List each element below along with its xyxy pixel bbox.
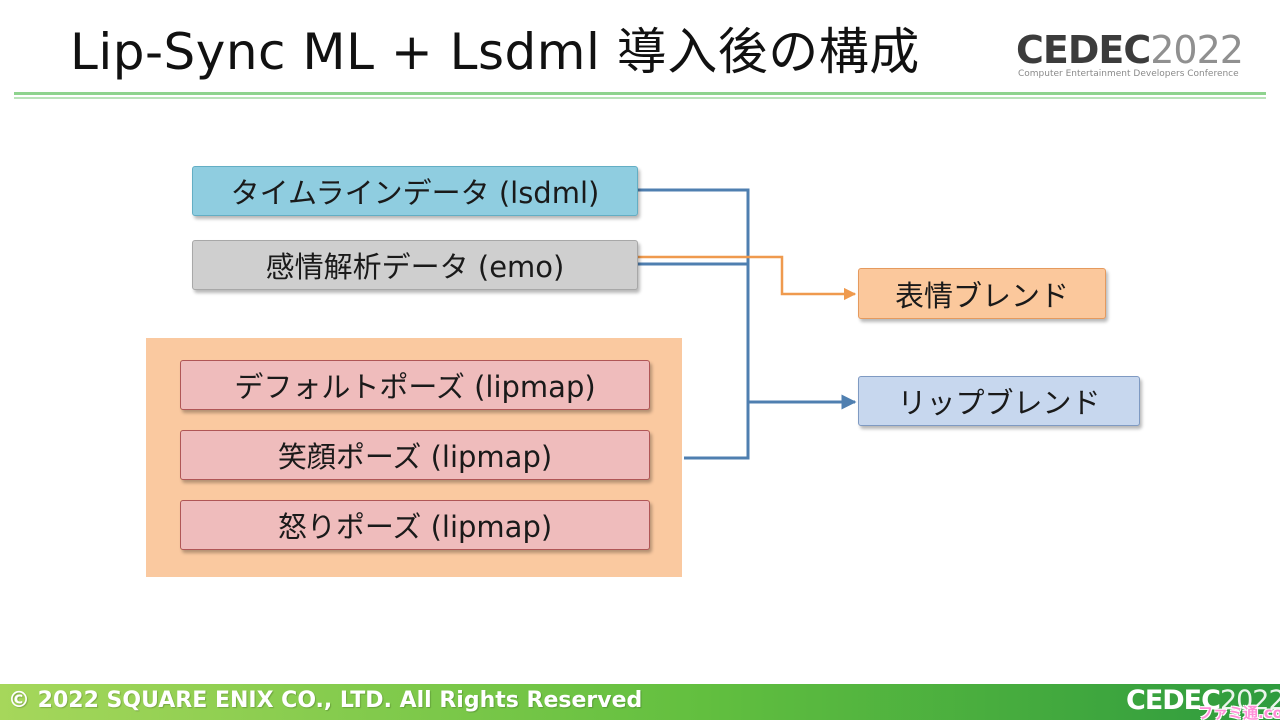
emotion-analysis-data-label: 感情解析データ (emo) xyxy=(265,250,565,284)
smile-pose-box: 笑顔ポーズ (lipmap) xyxy=(180,430,650,480)
poses-to-lip-blend-line xyxy=(684,402,750,460)
smile-pose-label: 笑顔ポーズ (lipmap) xyxy=(277,440,553,474)
angry-pose-label: 怒りポーズ (lipmap) xyxy=(277,510,553,544)
famitsu-watermark: ファミ通.com xyxy=(1198,704,1280,722)
emotion-analysis-data-box: 感情解析データ (emo) xyxy=(192,240,638,290)
cedec-logo-text: CEDEC xyxy=(1016,28,1151,72)
expression-blend-box: 表情ブレンド xyxy=(858,268,1106,319)
footer-bar: © 2022 SQUARE ENIX CO., LTD. All Rights … xyxy=(0,684,1280,722)
cedec-logo-wordmark: CEDEC2022 xyxy=(1016,28,1244,72)
angry-pose-box: 怒りポーズ (lipmap) xyxy=(180,500,650,550)
timeline-data-label: タイムラインデータ (lsdml) xyxy=(230,176,600,210)
title-divider-secondary xyxy=(14,97,1266,99)
lip-blend-box: リップブレンド xyxy=(858,376,1140,426)
expression-blend-label: 表情ブレンド xyxy=(894,278,1069,313)
footer-logo-text: CEDEC xyxy=(1126,685,1221,716)
timeline-data-box: タイムラインデータ (lsdml) xyxy=(192,166,638,216)
footer-cedec-logo: CEDEC2022 xyxy=(1126,686,1280,716)
cedec-logo: CEDEC2022 Computer Entertainment Develop… xyxy=(1016,30,1244,82)
timeline-to-lip-blend-line xyxy=(638,188,750,402)
slide-title: Lip-Sync ML + Lsdml 導入後の構成 xyxy=(70,23,920,81)
lip-blend-label: リップブレンド xyxy=(897,386,1101,420)
cedec-logo-year: 2022 xyxy=(1150,28,1244,72)
footer-logo-year: 2022 xyxy=(1219,685,1280,716)
default-pose-box: デフォルトポーズ (lipmap) xyxy=(180,360,650,410)
cedec-logo-subtitle: Computer Entertainment Developers Confer… xyxy=(1018,69,1239,79)
default-pose-label: デフォルトポーズ (lipmap) xyxy=(234,370,596,404)
title-divider xyxy=(14,92,1266,95)
emotion-to-expression-blend-arrow xyxy=(638,255,857,301)
copyright-text: © 2022 SQUARE ENIX CO., LTD. All Rights … xyxy=(8,688,643,713)
